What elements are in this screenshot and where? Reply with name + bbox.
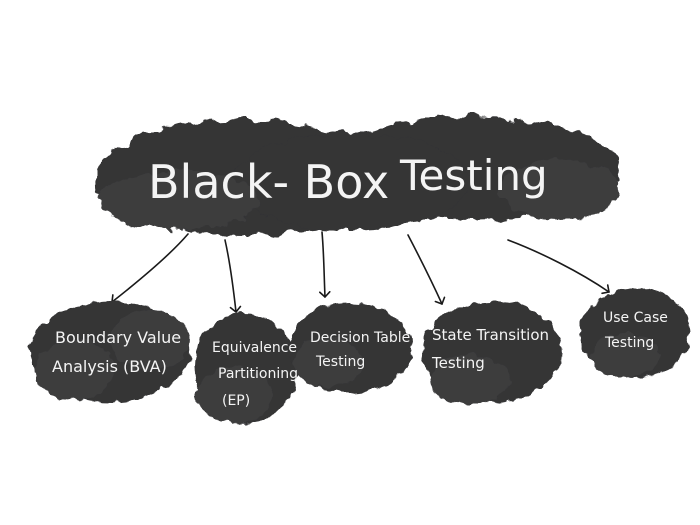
technique-label-bva: Boundary Value Analysis (BVA) (52, 328, 181, 376)
svg-text:Use Case: Use Case (603, 310, 668, 326)
technique-label-ep: Equivalence Partitioning (EP) (212, 340, 298, 409)
svg-text:Testing: Testing (604, 335, 654, 351)
arrow-to-state-transition (407, 234, 446, 305)
technique-blob-state-transition (422, 302, 562, 405)
svg-text:Analysis (BVA): Analysis (BVA) (52, 357, 167, 376)
technique-blob-bva (30, 302, 190, 402)
svg-text:Testing: Testing (315, 354, 365, 370)
title-blob (95, 116, 620, 236)
arrow-to-ep (224, 239, 242, 313)
technique-label-use-case: Use Case Testing (603, 310, 668, 351)
svg-text:(EP): (EP) (222, 393, 250, 409)
title-black-box: Black- Box (148, 155, 389, 209)
technique-label-decision-table: Decision Table Testing (310, 330, 410, 370)
svg-text:Partitioning: Partitioning (218, 366, 298, 382)
arrow-to-bva (111, 233, 189, 304)
title-testing: Testing (399, 151, 548, 200)
technique-label-state-transition: State Transition Testing (431, 326, 549, 372)
svg-text:State Transition: State Transition (432, 326, 549, 344)
svg-text:Decision Table: Decision Table (310, 330, 410, 346)
technique-blob-ep (193, 313, 297, 423)
arrow-to-use-case (507, 239, 610, 295)
technique-blob-decision-table (288, 303, 412, 393)
arrow-to-decision-table (318, 231, 331, 298)
svg-text:Boundary Value: Boundary Value (55, 328, 181, 347)
svg-text:Testing: Testing (431, 354, 485, 372)
arrows (111, 231, 610, 313)
svg-text:Equivalence: Equivalence (212, 340, 297, 356)
technique-blob-use-case (580, 288, 690, 378)
